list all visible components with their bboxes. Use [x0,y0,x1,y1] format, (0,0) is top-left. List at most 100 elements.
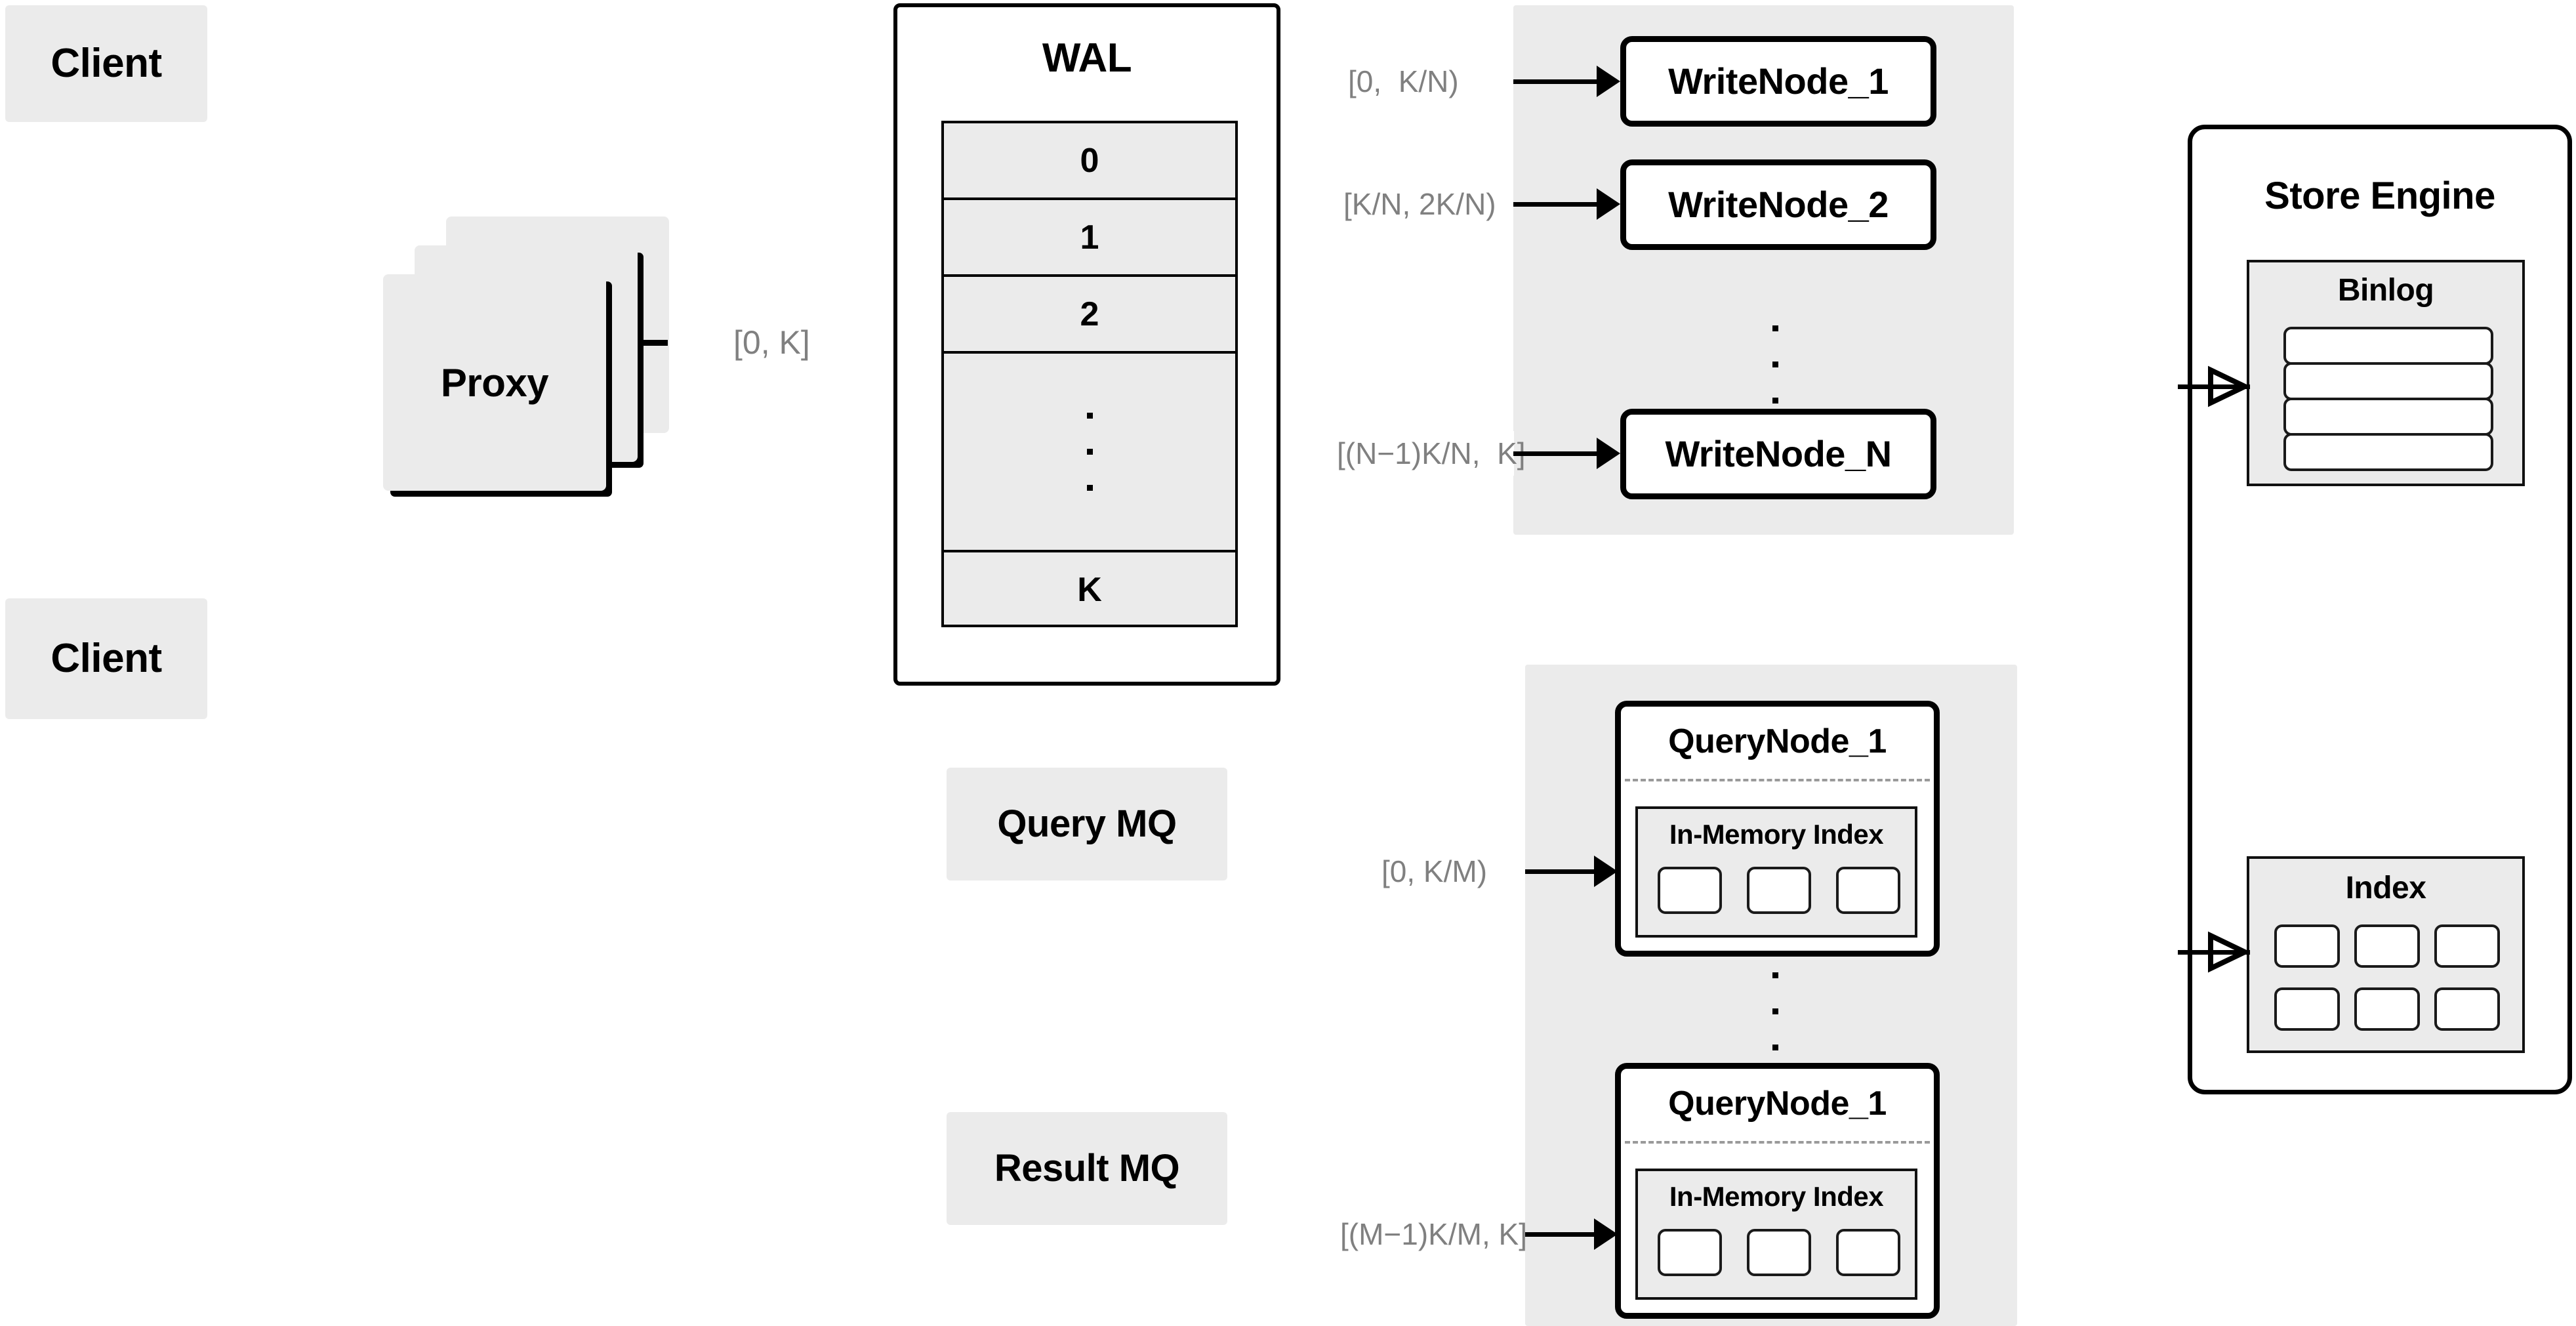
proxy-label: Proxy [440,360,549,405]
write-node-n-range: [(N−1)K/N, K] [1332,431,1526,476]
query-node-1-connector [1525,869,1597,874]
store-index-panel: Index [2247,856,2525,1053]
wal-title: WAL [897,32,1277,85]
query-node-1-index-title-text: In-Memory Index [1669,818,1884,850]
query-node-1-title: QueryNode_1 [1621,718,1934,764]
binlog-title-text: Binlog [2337,272,2434,308]
arrow-right-open-icon-index [2208,931,2250,973]
arrow-right-filled-icon-q2 [1594,1218,1618,1250]
store-index-cell [2434,924,2500,968]
binlog-row [2283,362,2493,400]
wal-row-label-1: 1 [1080,218,1099,257]
arrow-right-filled-icon-w2 [1597,188,1620,220]
write-node-n-connector [1513,451,1599,456]
query-node-2-connector [1525,1232,1597,1237]
query-node-2-title-text: QueryNode_1 [1668,1084,1887,1123]
wal-table: 0 1 2 K [941,121,1238,627]
write-node-1-connector [1513,79,1599,84]
index-slot [1658,1229,1722,1276]
store-index-cell [2274,924,2340,968]
index-slot [1747,1229,1811,1276]
store-index-cell [2274,987,2340,1031]
index-slot [1658,867,1722,914]
store-engine-title-text: Store Engine [2264,174,2495,217]
write-group-vertical-ellipsis-icon [1746,325,1804,404]
binlog-row [2283,327,2493,365]
query-node-1-index-panel: In-Memory Index [1635,806,1917,938]
query-node-2-index-title-text: In-Memory Index [1669,1180,1884,1212]
binlog-title: Binlog [2249,270,2522,311]
arrow-right-filled-icon-q1 [1594,856,1618,887]
vertical-ellipsis-icon [1086,413,1093,491]
wal-row-label-2: 2 [1080,295,1099,333]
query-node-1-index-title: In-Memory Index [1638,817,1915,852]
query-node-2-index-title: In-Memory Index [1638,1179,1915,1214]
query-node-2-index-panel: In-Memory Index [1635,1169,1917,1300]
query-mq-label: Query MQ [997,802,1177,845]
query-node-1-title-text: QueryNode_1 [1668,722,1887,760]
proxy-range-label: [0, K] [728,320,812,365]
write-node-2-range-text: [K/N, 2K/N) [1343,187,1496,221]
query-node-2-divider [1625,1141,1930,1144]
index-slot [1747,867,1811,914]
store-index-cell [2434,987,2500,1031]
proxy-stack: Proxy [380,217,695,492]
arrow-right-filled-icon-w1 [1597,66,1620,97]
store-engine-title: Store Engine [2192,170,2567,222]
write-node-1-range-text: [0, K/N) [1348,64,1459,98]
query-node-2-range-text: [(M−1)K/M, K] [1340,1217,1527,1251]
store-index-cell [2354,987,2420,1031]
wal-title-text: WAL [1042,35,1132,81]
result-mq-label: Result MQ [994,1146,1180,1190]
proxy-card-front: Proxy [383,274,606,491]
query-node-2-index-slots [1658,1229,1900,1281]
store-index-row-1 [2274,924,2500,972]
proxy-to-wal-line [642,340,668,346]
write-node-n-range-text: [(N−1)K/N, K] [1337,436,1526,470]
query-node-2-title: QueryNode_1 [1621,1081,1934,1127]
query-node-1-divider [1625,779,1930,781]
client-label-1: Client [51,41,162,87]
index-slot [1836,1229,1900,1276]
write-node-2-label: WriteNode_2 [1668,183,1889,225]
query-node-1: QueryNode_1 In-Memory Index [1615,701,1940,957]
query-node-1-range: [0, K/M) [1376,850,1488,893]
store-index-row-2 [2274,987,2500,1035]
write-node-1-label: WriteNode_1 [1668,60,1889,102]
wal-row-k: K [944,552,1235,627]
write-node-2-range: [K/N, 2K/N) [1338,182,1501,226]
write-node-1-range: [0, K/N) [1343,59,1470,104]
index-slot [1836,867,1900,914]
binlog-rows [2283,327,2493,478]
write-node-2-connector [1513,202,1599,207]
binlog-row [2283,398,2493,436]
query-node-1-range-text: [0, K/M) [1381,854,1488,888]
store-index-cell [2354,924,2420,968]
wal-row-label-0: 0 [1080,141,1099,180]
wal-row-1: 1 [944,200,1235,277]
arrow-right-filled-icon-wn [1597,438,1620,469]
result-mq-box: Result MQ [947,1112,1227,1225]
write-node-n-label: WriteNode_N [1665,432,1892,474]
query-group-vertical-ellipsis-icon [1746,972,1804,1050]
store-index-title: Index [2249,868,2522,909]
query-node-1-index-slots [1658,867,1900,919]
query-node-2-range: [(M−1)K/M, K] [1335,1212,1527,1256]
wal-row-2: 2 [944,277,1235,354]
binlog-row [2283,433,2493,471]
store-index-inbound-line [2178,950,2250,955]
write-node-2: WriteNode_2 [1620,159,1936,250]
arrow-right-open-icon-binlog [2208,365,2250,407]
binlog-inbound-line [2178,384,2250,389]
wal-row-0: 0 [944,123,1235,200]
wal-row-ellipsis [944,354,1235,552]
client-box-2: Client [5,598,207,719]
client-label-2: Client [51,636,162,682]
binlog-panel: Binlog [2247,260,2525,486]
query-mq-box: Query MQ [947,768,1227,881]
write-node-n: WriteNode_N [1620,409,1936,499]
query-node-2: QueryNode_1 In-Memory Index [1615,1063,1940,1319]
write-node-1: WriteNode_1 [1620,36,1936,127]
store-index-title-text: Index [2345,870,2426,905]
